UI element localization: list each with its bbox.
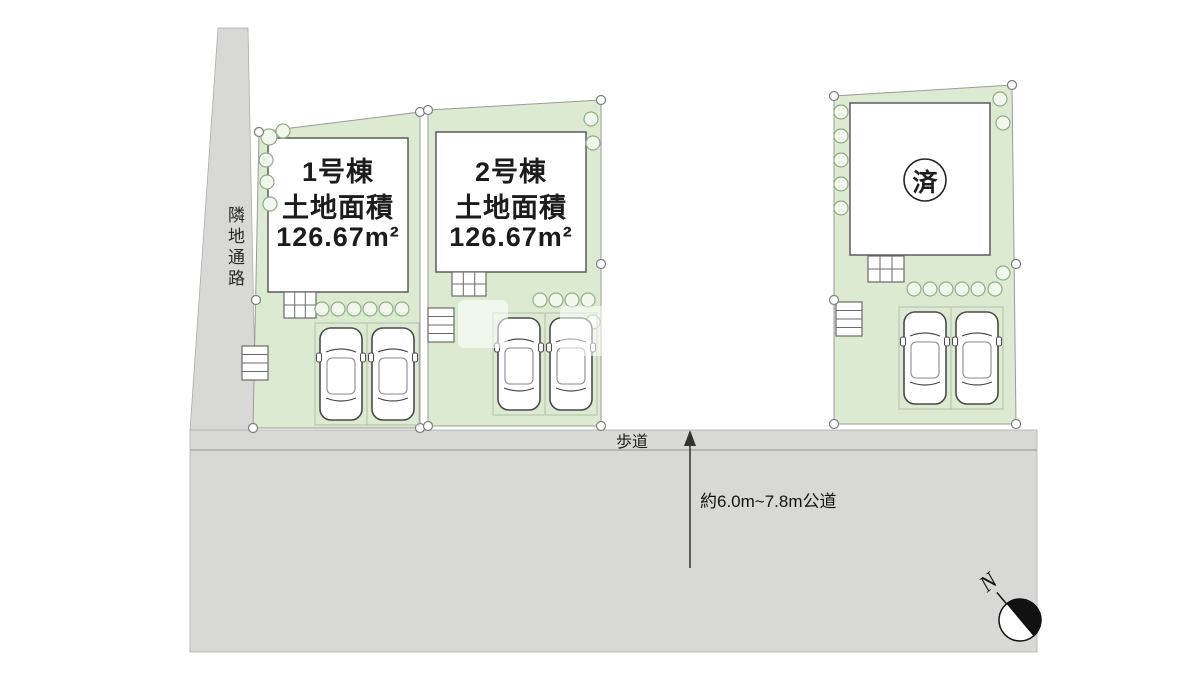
entrance-steps-2 — [427, 307, 455, 343]
road-width-arrow — [684, 430, 696, 568]
sold-circle — [903, 158, 947, 202]
lot1-area-value: 126.67m² — [276, 222, 400, 252]
lot1-name: 1号棟 — [301, 157, 375, 187]
watermark-icon — [458, 300, 508, 348]
lot1-area-label: 土地面積 — [282, 193, 394, 223]
parking — [314, 306, 1004, 426]
entrance-steps-3 — [835, 301, 863, 337]
car — [315, 327, 367, 421]
car — [899, 311, 951, 405]
building-3 — [849, 102, 991, 256]
adjacent-passage-label: 隣地通路 — [225, 206, 244, 290]
sidewalk-label: 歩道 — [615, 434, 649, 451]
building-1 — [267, 137, 409, 293]
lot2-area-value: 126.67m² — [449, 222, 573, 252]
lot2-name: 2号棟 — [474, 157, 548, 187]
car — [367, 327, 419, 421]
road-width-label: 約6.0m~7.8m公道 — [700, 492, 837, 511]
watermark-icon — [560, 306, 614, 356]
porch-2 — [451, 271, 487, 297]
car — [951, 311, 1003, 405]
entrance-steps-1 — [241, 345, 269, 381]
bushes — [258, 91, 1011, 330]
building-2 — [435, 131, 587, 273]
survey-points — [247, 79, 1022, 434]
lot2-area-label: 土地面積 — [455, 193, 567, 223]
porch-3 — [867, 255, 905, 283]
porch-1 — [283, 291, 317, 319]
lot3-sold-label: 済 — [912, 169, 938, 197]
road-area — [189, 429, 1038, 653]
